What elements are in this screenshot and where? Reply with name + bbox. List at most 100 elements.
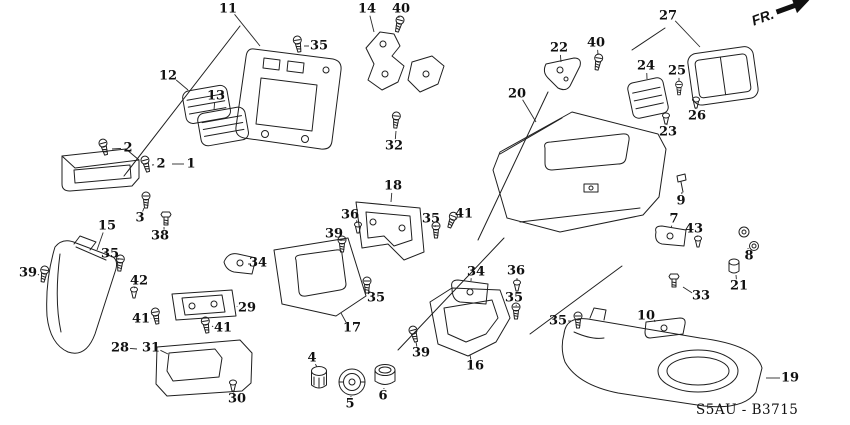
leader-line-43-24 bbox=[696, 235, 698, 238]
leader-line-32-17 bbox=[394, 130, 397, 140]
callout-41-42: 41 bbox=[213, 320, 233, 336]
callout-34-30: 34 bbox=[248, 255, 268, 271]
leader-line-27-3 bbox=[674, 20, 701, 48]
leader-line-2-14 bbox=[111, 147, 122, 150]
callout-24-8: 24 bbox=[636, 58, 656, 74]
leader-line-13-10 bbox=[213, 102, 216, 111]
callout-33-38: 33 bbox=[691, 288, 711, 304]
part-clip-21 bbox=[728, 258, 740, 274]
callout-11-0: 11 bbox=[218, 1, 238, 17]
part-bracket-18 bbox=[355, 201, 425, 261]
callout-2-15: 2 bbox=[156, 156, 166, 172]
part-tray-1 bbox=[61, 148, 140, 192]
callout-2-14: 2 bbox=[123, 140, 133, 156]
callout-35-36: 35 bbox=[366, 290, 386, 306]
part-bracket-7 bbox=[655, 225, 687, 247]
part-bracket-22 bbox=[543, 57, 581, 91]
part-grommet-8 bbox=[738, 226, 759, 251]
callout-35-45: 35 bbox=[548, 313, 568, 329]
part-vent-24 bbox=[627, 77, 669, 119]
callout-9-19: 9 bbox=[676, 193, 686, 209]
part-center-panel-11 bbox=[235, 48, 342, 150]
part-vent-13 bbox=[197, 106, 249, 147]
part-lower-panel-19 bbox=[561, 307, 763, 408]
callout-18-18: 18 bbox=[383, 178, 403, 194]
part-bracket-14 bbox=[365, 31, 445, 93]
leader-line-39-34 bbox=[37, 273, 40, 276]
callout-35-37: 35 bbox=[504, 290, 524, 306]
leader-line-31-47 bbox=[160, 349, 169, 355]
callout-38-26: 38 bbox=[150, 228, 170, 244]
callout-10-44: 10 bbox=[636, 308, 656, 324]
part-frame-27 bbox=[687, 46, 759, 106]
callout-20-11: 20 bbox=[507, 86, 527, 102]
leader-line-17-43 bbox=[340, 312, 347, 323]
callout-35-29: 35 bbox=[100, 246, 120, 262]
diagram-code: S5AU - B3715 bbox=[696, 402, 799, 418]
callout-36-32: 36 bbox=[506, 263, 526, 279]
callout-14-1: 14 bbox=[357, 1, 377, 17]
callout-27-3: 27 bbox=[658, 8, 678, 24]
fr-direction-indicator: FR. bbox=[749, 0, 813, 29]
leader-line-41-42 bbox=[211, 325, 214, 328]
part-ring-6 bbox=[374, 364, 396, 385]
callout-17-43: 17 bbox=[342, 320, 362, 336]
leader-line-14-1 bbox=[369, 15, 375, 33]
callout-39-34: 39 bbox=[18, 265, 38, 281]
leader-line-33-38 bbox=[682, 286, 693, 294]
part-pin-9 bbox=[676, 173, 687, 193]
callout-16-49: 16 bbox=[465, 358, 485, 374]
part-bracket-10 bbox=[644, 317, 686, 339]
callout-35-4: 35 bbox=[309, 38, 329, 54]
leader-line-22-5 bbox=[559, 54, 562, 63]
callout-36-20: 36 bbox=[340, 207, 360, 223]
leader-line-11-0 bbox=[234, 14, 261, 47]
callout-7-23: 7 bbox=[669, 211, 679, 227]
callout-8-33: 8 bbox=[744, 248, 754, 264]
callout-1-16: 1 bbox=[186, 156, 196, 172]
leader-line-35-36 bbox=[369, 290, 371, 293]
callout-41-22: 41 bbox=[454, 206, 474, 222]
part-side-panel-15 bbox=[46, 235, 118, 354]
part-bracket-29 bbox=[171, 289, 237, 321]
callout-21-39: 21 bbox=[729, 278, 749, 294]
callout-3-25: 3 bbox=[135, 210, 145, 226]
part-socket-5 bbox=[338, 368, 366, 396]
part-pocket-17 bbox=[273, 237, 367, 317]
callout-43-24: 43 bbox=[684, 221, 704, 237]
leader-line-30-54 bbox=[233, 390, 235, 393]
callout-12-7: 12 bbox=[158, 68, 178, 84]
leader-line-3-25 bbox=[142, 207, 145, 212]
leader-line-18-18 bbox=[390, 192, 393, 203]
callout-40-6: 40 bbox=[586, 35, 606, 51]
part-bracket-34-left bbox=[223, 253, 257, 275]
callout-13-10: 13 bbox=[206, 88, 226, 104]
callout-35-21: 35 bbox=[421, 211, 441, 227]
callout-26-12: 26 bbox=[687, 108, 707, 124]
callout-32-17: 32 bbox=[384, 138, 404, 154]
callout-29-40: 29 bbox=[237, 300, 257, 316]
leader-line-12-7 bbox=[175, 79, 189, 91]
leader-line-16-49 bbox=[469, 354, 472, 360]
callout-31-47: 31 bbox=[141, 340, 161, 356]
part-vent-12 bbox=[182, 84, 231, 124]
part-tray-28 bbox=[155, 339, 253, 397]
callout-23-13: 23 bbox=[658, 124, 678, 140]
leader-line-10-44 bbox=[653, 319, 656, 323]
callout-40-2: 40 bbox=[391, 1, 411, 17]
callout-6-53: 6 bbox=[378, 388, 388, 404]
leader-line-28-46 bbox=[129, 347, 138, 350]
callout-4-50: 4 bbox=[307, 350, 317, 366]
fr-arrow-icon bbox=[773, 0, 813, 21]
callout-39-48: 39 bbox=[411, 345, 431, 361]
part-panel-16 bbox=[429, 287, 511, 357]
enclosure-lines bbox=[123, 25, 666, 351]
callout-28-46: 28 bbox=[110, 340, 130, 356]
callout-15-27: 15 bbox=[97, 218, 117, 234]
callout-34-31: 34 bbox=[466, 264, 486, 280]
part-cap-4 bbox=[311, 366, 327, 389]
part-glovebox-20 bbox=[492, 111, 667, 233]
